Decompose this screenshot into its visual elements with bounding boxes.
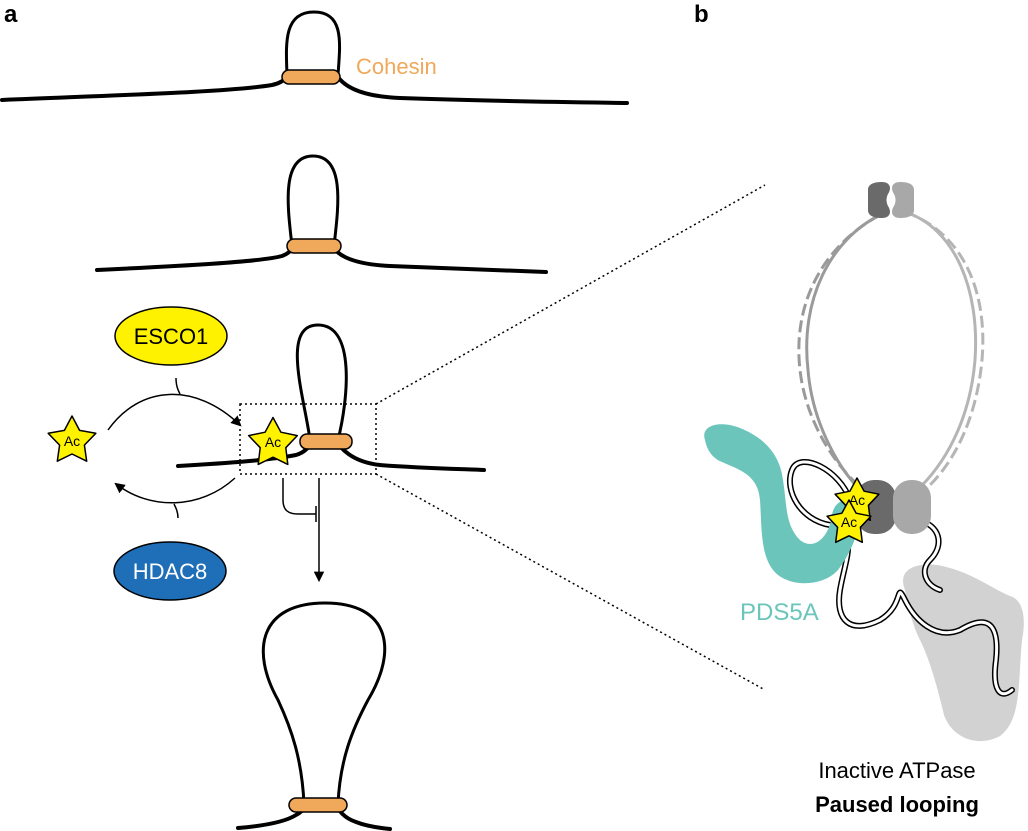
cohesin-complex: Ac Ac — [704, 182, 1024, 742]
chromatin-stage-1 — [0, 10, 629, 105]
chromatin-stage-4 — [236, 601, 392, 831]
chromatin-stage-2 — [95, 154, 548, 274]
zoom-line-bottom — [375, 473, 766, 691]
pds5a-label: PDS5A — [740, 599, 819, 626]
chromatin-strand-left-3 — [176, 438, 314, 468]
acetylation-arrow — [107, 393, 242, 431]
panel-label-a: a — [4, 1, 18, 28]
hdac8-enzyme — [113, 541, 227, 601]
smc-head-right — [893, 480, 931, 534]
acetyl-label-b-2: Ac — [841, 514, 857, 530]
chromatin-loop-1 — [284, 10, 342, 77]
smc-arm-right — [904, 210, 978, 494]
pds5a-subunit — [704, 424, 861, 584]
chromatin-loop-3 — [295, 323, 348, 442]
smc-arm-left-strand — [797, 213, 881, 494]
nipbl-subunit — [903, 564, 1024, 742]
cohesin-ring-4 — [288, 797, 348, 813]
hdac8-input-arrow — [173, 503, 179, 519]
chromatin-strand-right-2 — [330, 244, 548, 274]
esco1-label: ESCO1 — [134, 324, 209, 349]
esco1-input-arrow — [175, 377, 181, 395]
deacetylation-arrow — [114, 477, 236, 504]
cohesin-ring-2 — [286, 238, 342, 254]
chromatin-strand-left-1 — [0, 73, 292, 102]
zoom-line-top — [375, 184, 766, 405]
inhibition-arrow — [282, 478, 316, 515]
star-icon — [826, 499, 872, 544]
smc-hinge-left — [868, 182, 890, 218]
chromatin-loop-2 — [286, 154, 340, 248]
smc-arm-left — [805, 213, 881, 492]
smc-hinge-right — [892, 182, 914, 218]
caption-paused-looping: Paused looping — [815, 792, 979, 817]
chromatin-loop-4 — [261, 601, 387, 806]
chromatin-strand-left-2 — [95, 244, 296, 272]
cohesin-ring-1 — [281, 69, 341, 85]
acetyl-label-free: Ac — [64, 433, 80, 449]
chromatin-strand-right-1 — [334, 73, 629, 105]
cohesin-label: Cohesin — [356, 54, 437, 79]
caption-inactive-atpase: Inactive ATPase — [818, 758, 975, 783]
chromatin-stage-3: Ac — [176, 323, 486, 472]
acetyl-label-b-1: Ac — [849, 492, 865, 508]
smc-arm-right-strand — [904, 210, 985, 496]
cohesin-ring-3 — [299, 433, 353, 450]
star-icon — [47, 415, 97, 462]
acetyl-label-stage-3: Ac — [265, 434, 281, 450]
kleisin-strand — [788, 460, 1014, 696]
star-icon — [247, 416, 299, 466]
hdac8-label: HDAC8 — [133, 559, 208, 584]
kleisin-tail — [916, 518, 942, 592]
esco1-enzyme — [114, 306, 228, 366]
panel-label-b: b — [694, 1, 709, 28]
chromatin-strand-right-3 — [334, 438, 486, 472]
zoom-box — [239, 403, 377, 475]
